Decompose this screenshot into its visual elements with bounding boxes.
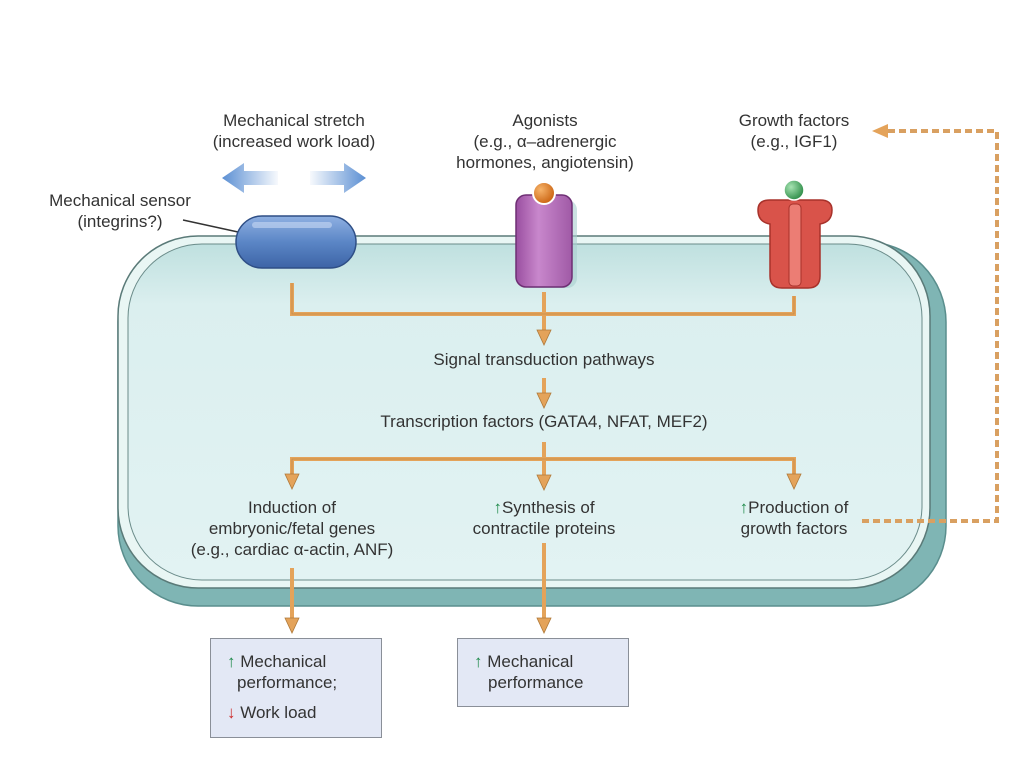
arrowhead-to-outcome-middle (536, 617, 552, 634)
feedback-loop-dashed (862, 129, 999, 523)
induction-line3: (e.g., cardiac α-actin, ANF) (190, 540, 394, 559)
outcome-left-line1: Mechanical (240, 652, 327, 671)
production-line2: growth factors (740, 519, 848, 538)
transcription-factors-label: Transcription factors (GATA4, NFAT, MEF2… (380, 412, 708, 431)
agonist-ligand-icon (532, 181, 556, 205)
induction-line2: embryonic/fetal genes (208, 519, 376, 538)
production-line1: ↑Production of (712, 497, 876, 518)
production-label: ↑Production of growth factors (712, 497, 876, 539)
growth-factors-label-line1: Growth factors (738, 111, 850, 130)
arrowhead-to-production (786, 473, 802, 490)
arrowhead-to-outcome-left (284, 617, 300, 634)
stretch-label-line2: (increased work load) (212, 132, 376, 151)
pathway-arrowheads (284, 329, 802, 634)
outcome-middle-line2: performance (488, 673, 584, 692)
outcome-left-line3: Work load (240, 703, 317, 722)
mechanical-sensor-label: Mechanical sensor (integrins?) (30, 190, 210, 232)
arrowhead-to-transcription (536, 392, 552, 409)
outcome-left-row3: ↓ Work load (227, 702, 381, 723)
sensor-pointer-line (182, 219, 239, 233)
up-arrow-icon: ↑ (739, 498, 749, 517)
growth-factors-label-line2: (e.g., IGF1) (750, 132, 838, 151)
mechanical-sensor-label-line1: Mechanical sensor (49, 191, 191, 210)
outcome-left-line2: performance; (237, 673, 338, 692)
arrowhead-to-induction (284, 473, 300, 490)
growth-factors-label: Growth factors (e.g., IGF1) (716, 110, 872, 152)
stretch-arrows-icon (222, 163, 366, 193)
outcome-middle-line1: Mechanical (487, 652, 574, 671)
signal-transduction-label: Signal transduction pathways (433, 350, 655, 369)
agonist-receptor-icon (515, 194, 577, 288)
up-arrow-icon: ↑ (474, 652, 483, 671)
agonists-label-line1: Agonists (512, 111, 578, 130)
arrowhead-to-signal (536, 329, 552, 346)
feedback-arrowhead (872, 124, 888, 138)
down-arrow-icon: ↓ (227, 703, 236, 722)
outcome-box-left: ↑ Mechanical performance; ↓ Work load (210, 638, 382, 738)
synthesis-label: ↑Synthesis of contractile proteins (450, 497, 638, 539)
agonists-label-line3: hormones, angiotensin) (456, 153, 634, 172)
synthesis-line2: contractile proteins (472, 519, 616, 538)
outcome-middle-row1: ↑ Mechanical (474, 651, 628, 672)
outcome-left-row1: ↑ Mechanical (227, 651, 381, 672)
pathway-connectors-outline (291, 283, 795, 475)
up-arrow-icon: ↑ (493, 498, 502, 517)
growth-factor-ligand-icon (783, 179, 805, 201)
mechanical-sensor-label-line2: (integrins?) (77, 212, 163, 231)
synthesis-line1: ↑Synthesis of (450, 497, 638, 518)
agonists-label-line2: (e.g., α–adrenergic (473, 132, 617, 151)
up-arrow-icon: ↑ (227, 652, 236, 671)
stretch-label: Mechanical stretch (increased work load) (196, 110, 392, 152)
arrowhead-to-synthesis (536, 474, 552, 491)
synthesis-line1-text: Synthesis of (501, 498, 595, 517)
outcome-box-middle: ↑ Mechanical performance (457, 638, 629, 707)
stretch-label-line1: Mechanical stretch (223, 111, 365, 130)
induction-line1: Induction of (248, 498, 336, 517)
mechanical-sensor-icon (235, 215, 357, 269)
production-line1-text: Production of (748, 498, 849, 517)
growth-factor-receptor-icon (757, 199, 833, 289)
induction-label: Induction of embryonic/fetal genes (e.g.… (160, 497, 424, 560)
agonists-label: Agonists (e.g., α–adrenergic hormones, a… (434, 110, 656, 173)
